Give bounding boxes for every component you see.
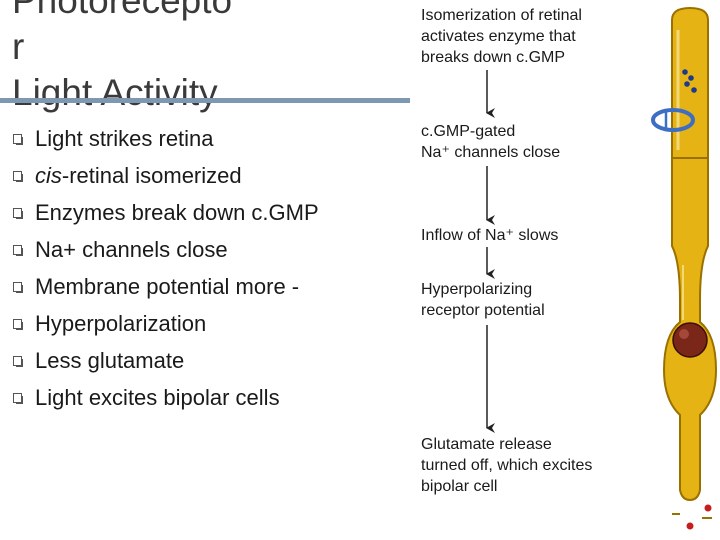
square-bullet-icon <box>13 319 23 330</box>
nucleus <box>672 322 708 358</box>
square-bullet-icon <box>13 393 23 404</box>
bullet-text: -retinal isomerized <box>61 163 242 188</box>
step-line: c.GMP-gated <box>421 123 516 140</box>
bullet-text: Less glutamate <box>35 348 185 373</box>
bullet-text: Light excites bipolar cells <box>35 385 280 410</box>
square-bullet-icon <box>13 134 23 145</box>
step-line: receptor potential <box>421 302 545 319</box>
bullet-item: Less glutamate <box>0 342 319 379</box>
flow-step: c.GMP-gated Na⁺ channels close <box>421 121 560 163</box>
step-line: Inflow of Na⁺ slows <box>421 227 559 244</box>
slide-title: Photorecepto r Light Activity <box>12 0 232 116</box>
square-bullet-icon <box>13 245 23 256</box>
bullet-list: Light strikes retina cis-retinal isomeri… <box>0 120 319 416</box>
flow-step: Inflow of Na⁺ slows <box>421 225 558 246</box>
bullet-item: Membrane potential more - <box>0 268 319 305</box>
glutamate-vesicle <box>704 504 712 512</box>
rod-outer-segment <box>671 6 709 159</box>
step-line: turned off, which excites <box>421 457 593 474</box>
bullet-item: cis-retinal isomerized <box>0 157 319 194</box>
flow-step: Glutamate release turned off, which exci… <box>421 434 592 497</box>
bullet-text: Hyperpolarization <box>35 311 207 336</box>
step-line: Na⁺ channels close <box>421 144 561 161</box>
bullet-item: Na+ channels close <box>0 231 319 268</box>
bullet-text: Enzymes break down c.GMP <box>35 200 319 225</box>
flow-step: Isomerization of retinal activates enzym… <box>421 5 582 68</box>
square-bullet-icon <box>13 208 23 219</box>
pigment-dot <box>684 81 690 87</box>
step-line: breaks down c.GMP <box>421 49 566 66</box>
bullet-item: Enzymes break down c.GMP <box>0 194 319 231</box>
step-line: activates enzyme that <box>421 28 576 45</box>
pigment-dot <box>688 75 694 81</box>
bullet-item: Light excites bipolar cells <box>0 379 319 416</box>
step-line: Hyperpolarizing <box>421 281 533 298</box>
step-line: Glutamate release <box>421 436 552 453</box>
bullet-item: Hyperpolarization <box>0 305 319 342</box>
square-bullet-icon <box>13 171 23 182</box>
pigment-dot <box>691 87 697 93</box>
bullet-text: Na+ channels close <box>35 237 228 262</box>
flow-step: Hyperpolarizing receptor potential <box>421 279 545 321</box>
ion-channel-ring <box>651 108 695 132</box>
pigment-dot <box>682 69 688 75</box>
title-underline <box>0 98 410 103</box>
title-line: Photorecepto <box>12 0 233 21</box>
step-line: Isomerization of retinal <box>421 7 582 24</box>
bullet-text: Membrane potential more - <box>35 274 300 299</box>
square-bullet-icon <box>13 282 23 293</box>
title-line: Light Activity <box>12 72 218 113</box>
title-line: r <box>12 26 25 67</box>
bullet-text: Light strikes retina <box>35 126 214 151</box>
bullet-item: Light strikes retina <box>0 120 319 157</box>
square-bullet-icon <box>13 356 23 367</box>
glutamate-vesicle <box>686 522 694 530</box>
bullet-italic-prefix: cis <box>35 163 62 188</box>
rod-cell-illustration <box>651 6 718 530</box>
step-line: bipolar cell <box>421 478 498 495</box>
